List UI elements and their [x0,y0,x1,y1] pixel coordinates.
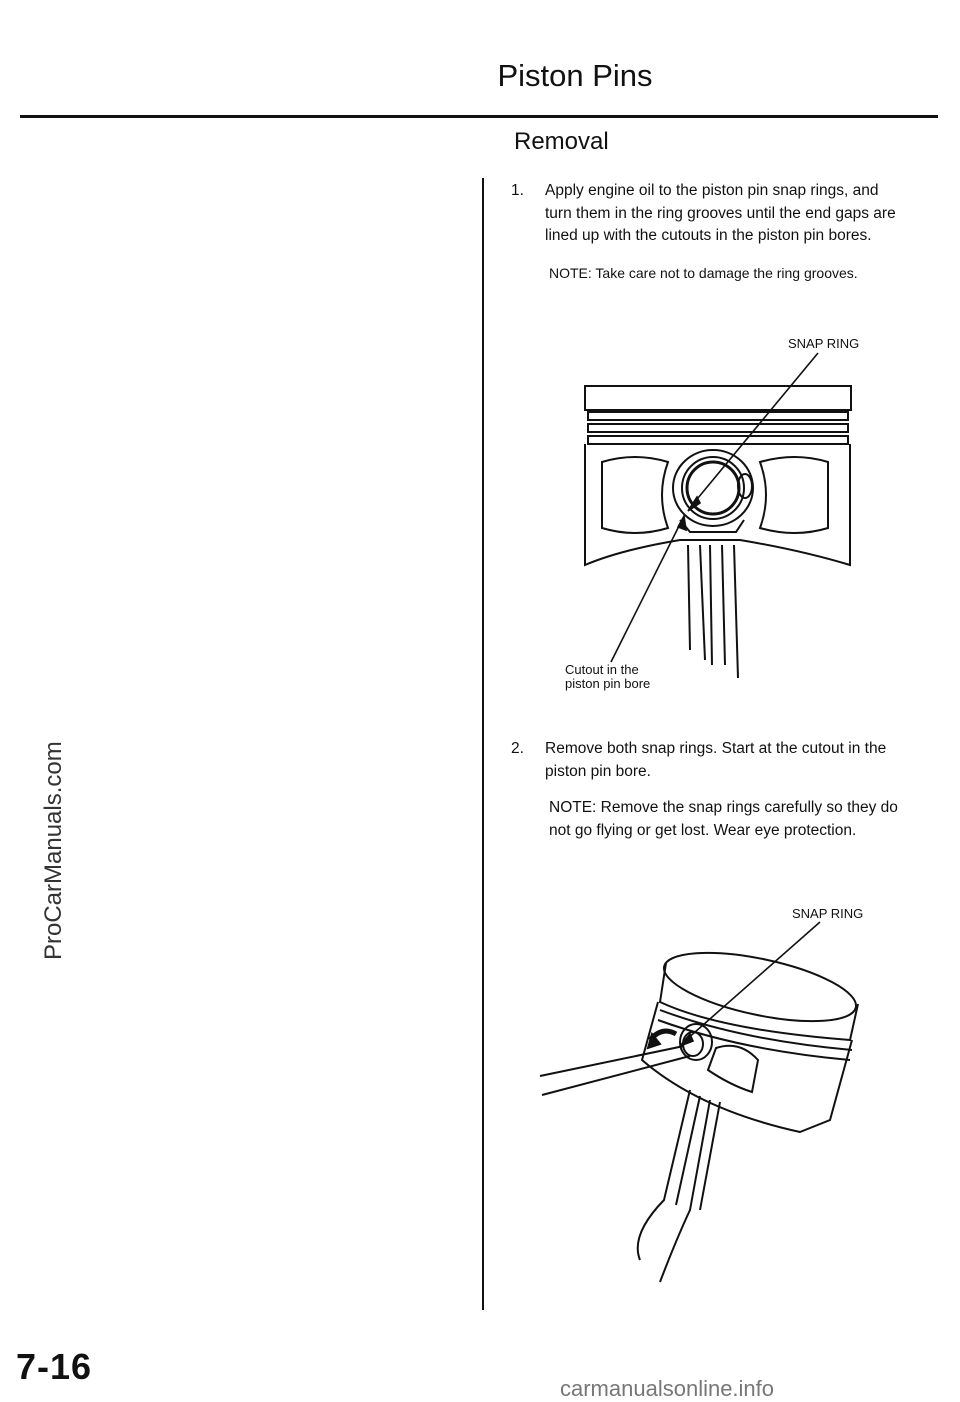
step-2-line: Remove both snap rings. Start at the cut… [545,740,887,757]
footer-site: carmanualsonline.info [560,1376,775,1401]
step-2-note-line: not go flying or get lost. Wear eye prot… [549,821,857,839]
step-1-line: Apply engine oil to the piston pin snap … [545,182,879,199]
figure-1-leader-lines [610,352,819,663]
step-2: 2. Remove both snap rings. Start at the … [511,738,923,786]
step-2-note: NOTE: Remove the snap rings carefully so… [549,797,923,842]
figure-1-cutout-label: Cutout in the piston pin bore [565,663,650,691]
step-1-number: 1. [511,182,524,199]
figure-1-piston-front-view [584,385,852,679]
step-2-number: 2. [511,740,524,757]
section-heading: Removal [514,128,609,155]
step-1-line: turn them in the ring grooves until the … [545,204,896,222]
figure-2-leader-line [677,921,821,1048]
figure-1-cutout-line: Cutout in the [565,662,639,677]
step-1-note: NOTE: Take care not to damage the ring g… [549,265,858,281]
figure-1-cutout-line: piston pin bore [565,676,651,691]
step-2-line: piston pin bore. [545,762,651,780]
figure-2-piston-angled-view [636,951,859,1283]
step-2-text: Remove both snap rings. Start at the cut… [545,738,923,783]
step-2-note-line: NOTE: Remove the snap rings carefully so… [549,799,898,816]
step-1-line: lined up with the cutouts in the piston … [545,227,872,244]
page-number: 7-16 [16,1346,93,1387]
figure-2-snap-ring-label: SNAP RING [792,906,864,921]
column-divider [482,178,484,1310]
step-1-text: Apply engine oil to the piston pin snap … [545,180,923,248]
title-rule [20,115,938,118]
step-1: 1. Apply engine oil to the piston pin sn… [511,180,923,252]
figure-2-screwdriver [539,1028,691,1096]
figure-1-snap-ring-label: SNAP RING [788,336,860,351]
page-title: Piston Pins [497,58,653,93]
